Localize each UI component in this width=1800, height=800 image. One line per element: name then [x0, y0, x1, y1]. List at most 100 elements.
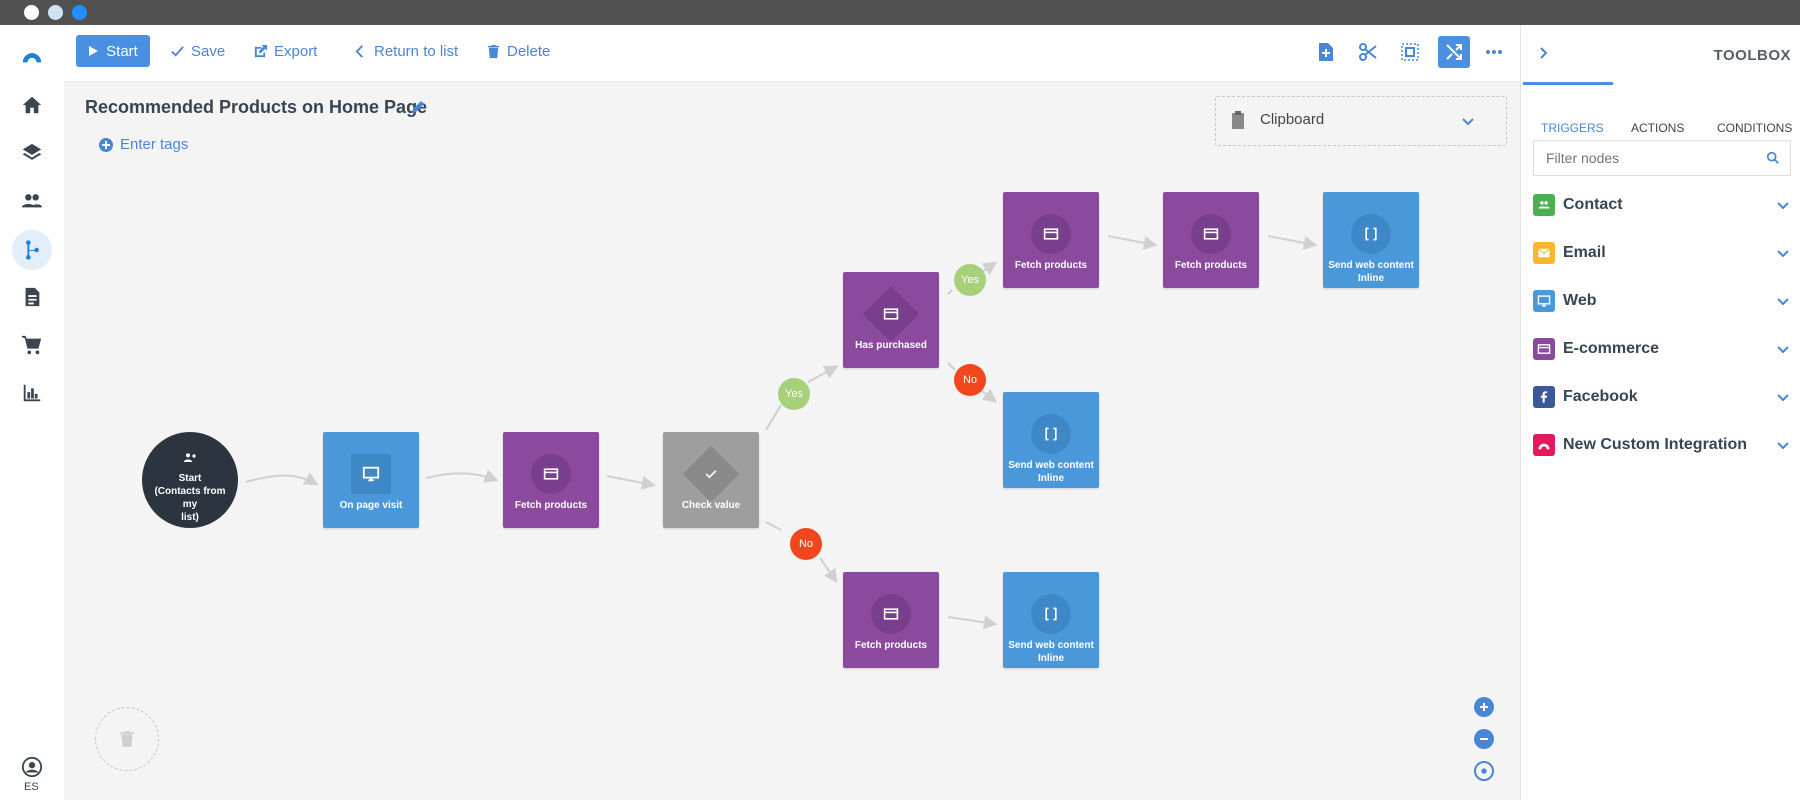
check-value-label: Check value: [681, 500, 741, 511]
toolbox-title: TOOLBOX: [1713, 47, 1791, 64]
clipboard-icon: [1232, 111, 1244, 129]
chevron-down-icon: [1777, 250, 1789, 258]
chevron-down-icon: [1777, 202, 1789, 210]
branch-no-badge[interactable]: No: [790, 528, 822, 560]
filter-nodes-field[interactable]: [1533, 140, 1791, 176]
card-icon: [862, 285, 920, 343]
toolbox-panel: TOOLBOX TRIGGERS ACTIONS CONDITIONS Cont…: [1520, 25, 1800, 800]
export-button-label: Export: [274, 42, 318, 60]
collapse-panel-icon[interactable]: [1537, 47, 1549, 59]
has-purchased-label: Has purchased: [855, 340, 927, 351]
select-area-icon[interactable]: [1394, 36, 1426, 68]
left-navigation: ES: [0, 25, 65, 800]
category-label: Contact: [1563, 196, 1623, 213]
start-node-sublabel: (Contacts from my: [154, 486, 226, 510]
category-label: Email: [1563, 244, 1606, 261]
save-button[interactable]: Save: [170, 35, 225, 67]
start-node[interactable]: Start (Contacts from my list): [142, 432, 238, 528]
fetch-products-label-4: Fetch products: [854, 640, 928, 651]
on-page-visit-label: On page visit: [339, 500, 403, 511]
integration-icon: [1533, 434, 1555, 456]
clipboard-label: Clipboard: [1260, 111, 1325, 128]
send-web-content-label-1: Send web content: [1328, 260, 1414, 271]
send-web-content-sublabel-1: Inline: [1357, 273, 1385, 284]
category-web[interactable]: Web: [1533, 283, 1789, 319]
app-logo-icon[interactable]: [20, 43, 44, 67]
export-icon: [254, 44, 268, 57]
tab-triggers[interactable]: TRIGGERS: [1541, 121, 1604, 135]
check-icon: [682, 445, 740, 503]
email-icon: [1533, 242, 1555, 264]
category-email[interactable]: Email: [1533, 235, 1789, 271]
send-web-content-node-3[interactable]: Send web content Inline: [1003, 572, 1099, 668]
window-maximize-dot[interactable]: [72, 5, 87, 20]
fetch-products-label-2: Fetch products: [1014, 260, 1088, 271]
branch-yes-badge[interactable]: Yes: [778, 378, 810, 410]
send-web-content-node-1[interactable]: Send web content Inline: [1323, 192, 1419, 288]
fetch-products-node-4[interactable]: Fetch products: [843, 572, 939, 668]
zoom-in-icon[interactable]: [1474, 697, 1494, 717]
send-web-content-node-2[interactable]: Send web content Inline: [1003, 392, 1099, 488]
facebook-icon: [1533, 386, 1555, 408]
chevron-down-icon: [1777, 346, 1789, 354]
enter-tags-button[interactable]: Enter tags: [98, 136, 188, 153]
workflow-canvas[interactable]: [64, 82, 1520, 800]
start-node-sublabel-2: list): [181, 512, 199, 523]
zoom-out-icon[interactable]: [1474, 729, 1494, 749]
has-purchased-node[interactable]: Has purchased: [843, 272, 939, 368]
start-button[interactable]: Start: [76, 35, 150, 67]
filter-nodes-input[interactable]: [1544, 149, 1748, 167]
home-icon[interactable]: [20, 93, 44, 117]
fetch-products-label-1: Fetch products: [514, 500, 588, 511]
fetch-products-node-2[interactable]: Fetch products: [1003, 192, 1099, 288]
auto-layout-icon[interactable]: [1438, 36, 1470, 68]
trash-drop-zone[interactable]: [95, 707, 159, 771]
chevron-down-icon: [1777, 298, 1789, 306]
category-facebook[interactable]: Facebook: [1533, 379, 1789, 415]
zoom-fit-icon[interactable]: [1474, 761, 1494, 781]
branch-no-badge[interactable]: No: [954, 364, 986, 396]
active-tab-indicator: [1523, 82, 1613, 85]
tab-actions[interactable]: ACTIONS: [1631, 121, 1685, 135]
delete-button-label: Delete: [507, 42, 551, 60]
window-minimize-dot[interactable]: [48, 5, 63, 20]
window-close-dot[interactable]: [24, 5, 39, 20]
category-contact[interactable]: Contact: [1533, 187, 1789, 223]
fetch-products-node-3[interactable]: Fetch products: [1163, 192, 1259, 288]
add-circle-icon: [99, 137, 113, 152]
category-custom-integration[interactable]: New Custom Integration: [1533, 427, 1789, 463]
document-icon[interactable]: [20, 285, 44, 309]
on-page-visit-node[interactable]: On page visit: [323, 432, 419, 528]
edit-title-icon[interactable]: [410, 99, 426, 115]
category-label: Web: [1563, 292, 1597, 309]
workflow-toolbar: Start Save Export Return to list Delete: [64, 25, 1520, 82]
tab-conditions[interactable]: CONDITIONS: [1717, 121, 1793, 135]
workflow-icon[interactable]: [20, 238, 44, 262]
chevron-down-icon: [1462, 118, 1474, 126]
return-to-list-button[interactable]: Return to list: [353, 35, 458, 67]
more-options-icon[interactable]: [1478, 36, 1510, 68]
clipboard-dropdown[interactable]: Clipboard: [1215, 96, 1507, 146]
start-button-label: Start: [106, 42, 138, 60]
branch-yes-badge[interactable]: Yes: [954, 264, 986, 296]
category-ecommerce[interactable]: E-commerce: [1533, 331, 1789, 367]
play-icon: [89, 46, 99, 56]
send-web-content-sublabel-2: Inline: [1037, 473, 1065, 484]
brackets-icon: [1031, 594, 1071, 634]
contact-icon: [1533, 194, 1555, 216]
category-label: E-commerce: [1563, 340, 1660, 357]
cart-icon[interactable]: [20, 333, 44, 357]
user-avatar-icon[interactable]: [20, 755, 44, 779]
group-add-icon: [184, 453, 196, 462]
fetch-products-node-1[interactable]: Fetch products: [503, 432, 599, 528]
window-titlebar: [0, 0, 1800, 25]
check-value-node[interactable]: Check value: [663, 432, 759, 528]
contacts-icon[interactable]: [20, 189, 44, 213]
cut-icon[interactable]: [1352, 36, 1384, 68]
card-icon: [1191, 214, 1231, 254]
export-button[interactable]: Export: [253, 35, 317, 67]
add-note-icon[interactable]: [1310, 36, 1342, 68]
analytics-icon[interactable]: [20, 381, 44, 405]
layers-icon[interactable]: [20, 141, 44, 165]
delete-button[interactable]: Delete: [486, 35, 550, 67]
